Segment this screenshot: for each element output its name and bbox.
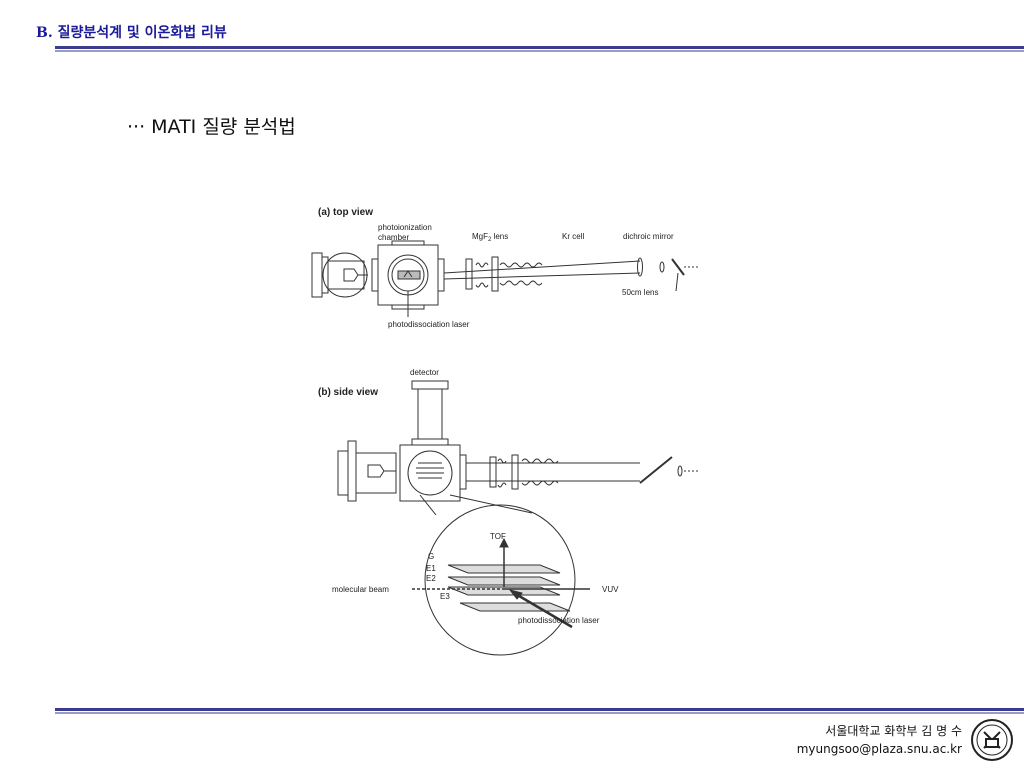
side-molecular-beam-label: molecular beam	[332, 585, 389, 594]
header-title: B. 질량분석계 및 이온화법 리뷰	[36, 25, 227, 41]
side-tof-label: TOF	[490, 532, 506, 541]
top-view-caption: (a) top view	[318, 207, 373, 218]
side-g-label: G	[428, 552, 434, 561]
footer-email: myungsoo@plaza.snu.ac.kr	[796, 742, 962, 756]
top-chamber-label-1: photoionization	[378, 223, 432, 232]
side-view-caption: (b) side view	[318, 387, 378, 398]
header-rule-shadow	[55, 50, 1024, 52]
side-e3-label: E3	[440, 592, 450, 601]
top-dichroic-mirror-label: dichroic mirror	[623, 232, 674, 241]
top-kr-cell-label: Kr cell	[562, 232, 584, 241]
top-chamber-label-2: chamber	[378, 233, 409, 242]
side-e2-label: E2	[426, 574, 436, 583]
top-50cm-lens-label: 50cm lens	[622, 288, 658, 297]
mati-apparatus-diagram: (a) top view photoionization chamber MgF…	[300, 195, 700, 664]
university-seal-icon	[970, 718, 1014, 766]
side-photodissociation-label: photodissociation laser	[518, 616, 600, 625]
header-rule	[55, 46, 1024, 49]
footer-rule	[55, 708, 1024, 711]
footer-rule-shadow	[55, 712, 1024, 714]
side-vuv-label: VUV	[602, 585, 619, 594]
side-view-apparatus	[337, 380, 698, 656]
footer-author: 서울대학교 화학부 김 명 수	[825, 724, 962, 738]
side-e1-label: E1	[426, 564, 436, 573]
top-photodissociation-label: photodissociation laser	[388, 320, 470, 329]
top-view-apparatus	[311, 240, 698, 317]
footer-credit: 서울대학교 화학부 김 명 수 myungsoo@plaza.snu.ac.kr	[797, 722, 962, 758]
side-detector-label: detector	[410, 368, 439, 377]
apparatus-svg: (a) top view photoionization chamber MgF…	[311, 207, 698, 656]
top-mgf2-lens-label: MgF2 lens	[472, 232, 508, 243]
slide-subtitle: ··· MATI 질량 분석법	[127, 116, 296, 138]
